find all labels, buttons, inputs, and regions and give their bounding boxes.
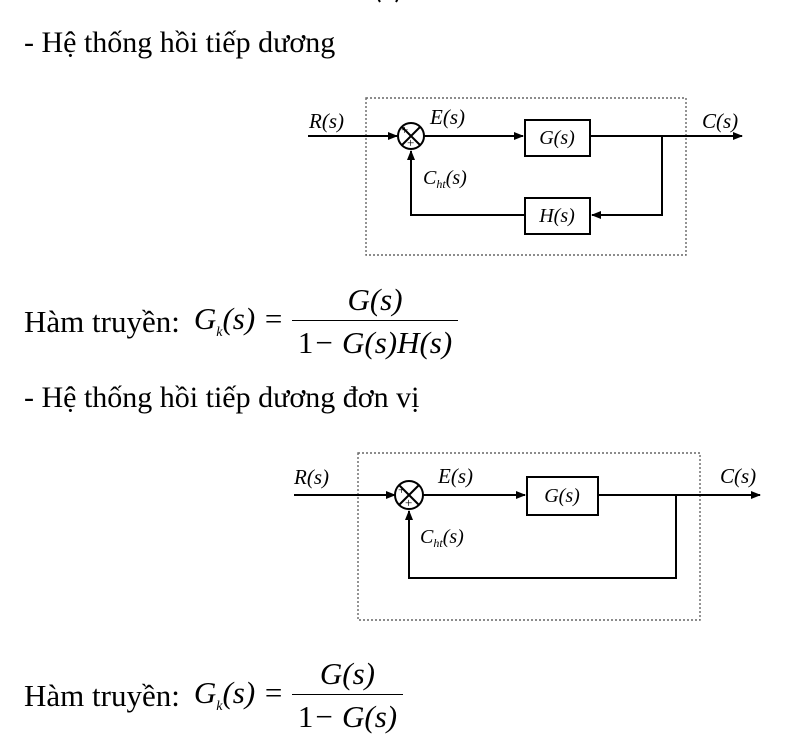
block-g <box>524 119 591 157</box>
block-g-label: G(s) <box>544 485 580 507</box>
input-label: R(s) <box>293 465 329 489</box>
diagram-frame <box>357 452 701 621</box>
block-g-label: G(s) <box>539 127 575 149</box>
block-diagram-positive-feedback: + + G(s) H(s) R(s) E(s) C(s) Cht(s) <box>308 97 743 256</box>
block-diagram-unity-positive-feedback: + + G(s) R(s) E(s) C(s) Cht(s) <box>293 452 761 621</box>
transfer-function-positive-feedback: Hàm truyền: Gk(s) = G(s) 1− G(s)H(s) <box>24 282 459 361</box>
formula-lhs: Gk(s) = <box>193 675 284 715</box>
formula-lhs: Gk(s) = <box>193 301 284 341</box>
feedback-signal-label: Cht(s) <box>420 526 464 550</box>
input-label: R(s) <box>308 109 344 133</box>
cropped-text-remnant <box>377 0 399 3</box>
formula-label: Hàm truyền: <box>24 677 180 713</box>
block-h-label: H(s) <box>538 205 575 227</box>
section-heading-unity-positive-feedback: - Hệ thống hồi tiếp dương đơn vị <box>24 381 420 414</box>
transfer-function-unity-positive-feedback: Hàm truyền: Gk(s) = G(s) 1− G(s) <box>24 656 404 735</box>
formula-fraction: G(s) 1− G(s)H(s) <box>291 282 459 361</box>
block-g <box>526 476 599 516</box>
sum-sign-top: + <box>401 122 408 137</box>
summing-junction <box>397 122 425 150</box>
sum-sign-top: + <box>398 482 405 497</box>
diagram-frame <box>365 97 687 256</box>
sum-sign-bottom: + <box>405 495 412 510</box>
output-label: C(s) <box>702 109 738 133</box>
formula-numerator: G(s) <box>319 656 376 691</box>
formula-fraction: G(s) 1− G(s) <box>291 656 404 735</box>
formula-numerator: G(s) <box>347 282 403 317</box>
formula-denominator: 1− G(s) <box>291 694 404 735</box>
error-label: E(s) <box>429 105 465 129</box>
output-label: C(s) <box>720 464 756 488</box>
section-heading-positive-feedback: - Hệ thống hồi tiếp dương <box>24 26 336 59</box>
feedback-signal-label: Cht(s) <box>423 167 467 191</box>
formula-label: Hàm truyền: <box>24 303 180 339</box>
error-label: E(s) <box>437 464 473 488</box>
sum-sign-bottom: + <box>407 135 414 150</box>
formula-denominator: 1− G(s)H(s) <box>291 320 459 361</box>
